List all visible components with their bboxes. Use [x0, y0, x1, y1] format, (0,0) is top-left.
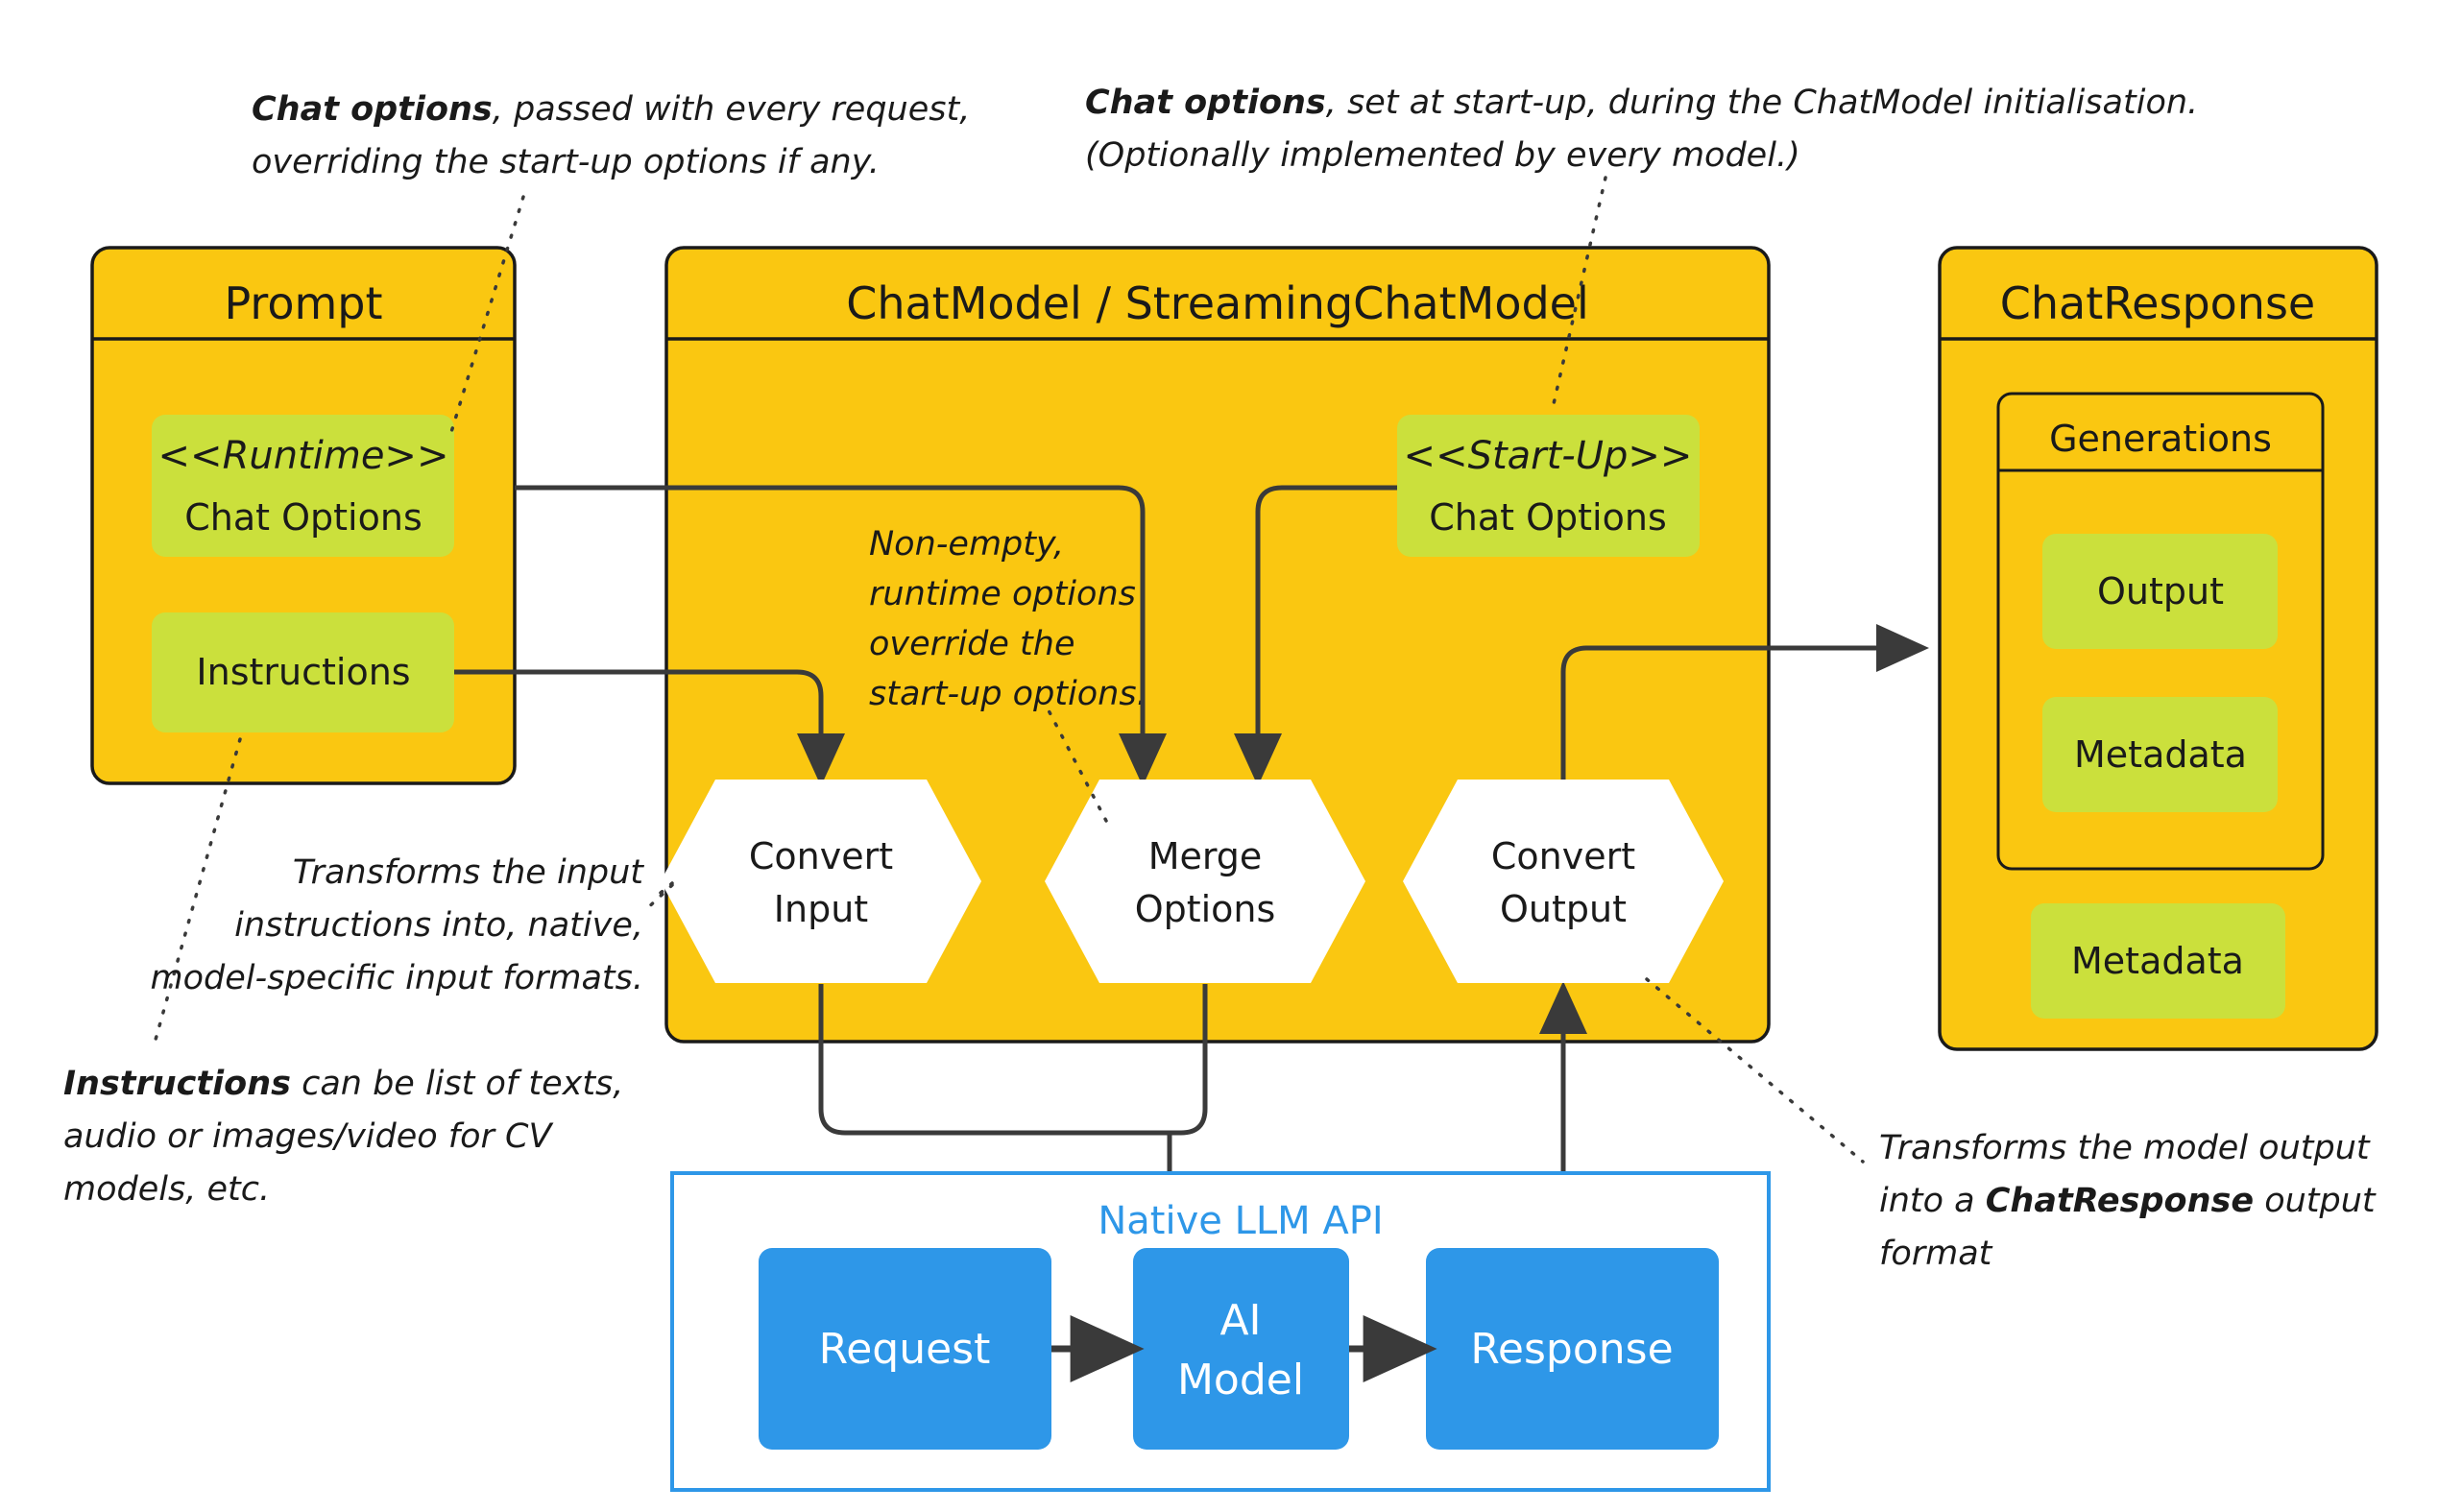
leader-instructions-note: [152, 737, 242, 1048]
annotation-startup-line-2: (Optionally implemented by every model.): [1085, 136, 1800, 175]
arrow-runtime-options-to-merge: [515, 485, 1167, 787]
annotation-convert-input-line-1: Transforms the input: [293, 853, 644, 892]
merge-options-label-2: Options: [1135, 888, 1276, 930]
annotation-convert-output-post: output: [2254, 1182, 2377, 1220]
annotation-instructions: Instructions can be list of texts, audio…: [63, 1065, 623, 1209]
instructions-label: Instructions: [196, 651, 410, 693]
ai-model-node-label-2: Model: [1177, 1356, 1304, 1404]
prompt-class-box[interactable]: Prompt <<Runtime>> Chat Options Instruct…: [90, 246, 517, 785]
generation-metadata-card-bg: [2042, 697, 2278, 812]
merge-options-label-1: Merge: [1148, 835, 1263, 877]
instructions-card[interactable]: Instructions: [152, 612, 454, 732]
annotation-runtime-line-2: overriding the start-up options if any.: [252, 143, 880, 181]
convert-input-label-2: Input: [774, 888, 868, 930]
line-merge-options-down: [1170, 984, 1208, 1136]
native-llm-api-panel[interactable]: Native LLM API Request AI Model Response: [670, 1171, 1771, 1492]
annotation-convert-input: Transforms the input instructions into, …: [151, 853, 645, 997]
output-label: Output: [2097, 570, 2224, 612]
annotation-convert-output: Transforms the model output into a ChatR…: [1879, 1129, 2377, 1273]
convert-output-label-2: Output: [1500, 888, 1627, 930]
ai-model-node-label-1: AI: [1219, 1296, 1261, 1345]
hexagon-convert-input[interactable]: Convert Input: [661, 780, 981, 983]
override-note-line-3: override the: [869, 625, 1074, 663]
annotation-instructions-rest: can be list of texts,: [291, 1065, 623, 1103]
chatresponse-class-box[interactable]: ChatResponse Generations Output Metadata…: [1938, 246, 2378, 1051]
native-api-node-ai-model[interactable]: AI Model: [1133, 1248, 1349, 1450]
annotation-runtime-chat-options: Chat options, passed with every request,…: [252, 90, 970, 181]
convert-output-shape: [1403, 780, 1724, 983]
annotation-startup-line-1: Chat options, set at start-up, during th…: [1085, 84, 2198, 122]
annotation-runtime-rest: , passed with every request,: [493, 90, 971, 129]
override-note-line-2: runtime options: [869, 575, 1136, 613]
response-metadata-card[interactable]: Metadata: [2031, 903, 2285, 1019]
annotation-convert-output-line-1: Transforms the model output: [1879, 1129, 2371, 1167]
generations-item-output[interactable]: Output: [2042, 534, 2278, 649]
annotation-convert-output-line-3: format: [1879, 1235, 1993, 1273]
annotation-convert-output-pre: into a: [1879, 1182, 1986, 1220]
convert-input-shape: [661, 780, 981, 983]
hexagon-merge-options[interactable]: Merge Options: [1045, 780, 1365, 983]
annotation-convert-output-line-2: into a ChatResponse output: [1879, 1182, 2377, 1220]
response-metadata-label: Metadata: [2071, 940, 2244, 982]
generations-item-metadata[interactable]: Metadata: [2042, 697, 2278, 812]
annotation-instructions-line-3: models, etc.: [63, 1170, 270, 1209]
native-api-title: Native LLM API: [1098, 1199, 1383, 1243]
runtime-chat-options-label: Chat Options: [184, 496, 422, 539]
chatresponse-title: ChatResponse: [2000, 277, 2315, 329]
annotation-instructions-line-1: Instructions can be list of texts,: [63, 1065, 623, 1103]
response-node-bg: [1426, 1248, 1719, 1450]
annotation-instructions-bold: Instructions: [63, 1065, 291, 1103]
annotation-startup-bold: Chat options: [1085, 84, 1326, 122]
prompt-title: Prompt: [224, 277, 382, 329]
annotation-convert-input-line-3: model-specific input formats.: [151, 959, 643, 997]
native-api-node-response[interactable]: Response: [1426, 1248, 1719, 1450]
annotation-startup-chat-options: Chat options, set at start-up, during th…: [1085, 84, 2198, 175]
leader-startup-note: [1551, 176, 1607, 410]
convert-input-label-1: Convert: [749, 835, 893, 877]
override-note: Non-empty, runtime options override the …: [869, 525, 1147, 713]
generations-title: Generations: [2049, 418, 2272, 460]
convert-output-label-1: Convert: [1491, 835, 1635, 877]
runtime-stereotype: <<Runtime>>: [158, 434, 449, 478]
startup-stereotype: <<Start-Up>>: [1404, 434, 1693, 478]
connector-layer: [454, 485, 1930, 1258]
override-note-line-1: Non-empty,: [869, 525, 1064, 564]
runtime-chat-options-card[interactable]: <<Runtime>> Chat Options: [152, 415, 454, 557]
annotation-instructions-line-2: audio or images/video for CV: [63, 1117, 553, 1156]
merge-options-shape: [1045, 780, 1365, 983]
line-convert-input-down: [818, 984, 1170, 1136]
leader-line-layer: [152, 176, 1865, 1164]
leader-runtime-note: [449, 195, 525, 434]
generations-box[interactable]: Generations Output Metadata: [1996, 392, 2325, 871]
override-note-line-4: start-up options.: [869, 675, 1147, 713]
ai-model-node-bg: [1133, 1248, 1349, 1450]
request-node-bg: [759, 1248, 1051, 1450]
annotation-runtime-bold: Chat options: [252, 90, 493, 129]
startup-card-bg: [1397, 415, 1700, 557]
annotation-convert-input-line-2: instructions into, native,: [234, 906, 643, 945]
startup-chat-options-card[interactable]: <<Start-Up>> Chat Options: [1397, 415, 1700, 557]
generation-metadata-label: Metadata: [2074, 733, 2247, 776]
arrow-instructions-to-convert-input: [454, 669, 845, 787]
response-metadata-bg: [2031, 903, 2285, 1019]
hexagon-layer: Convert Input Merge Options Convert Outp…: [661, 780, 1724, 983]
annotation-startup-rest: , set at start-up, during the ChatModel …: [1326, 84, 2198, 122]
startup-chat-options-label: Chat Options: [1429, 496, 1667, 539]
arrow-convert-output-to-chatresponse: [1560, 624, 1930, 780]
output-card-bg: [2042, 534, 2278, 649]
instructions-card-bg: [152, 612, 454, 732]
chatmodel-title: ChatModel / StreamingChatModel: [846, 277, 1589, 329]
runtime-card-bg: [152, 415, 454, 557]
annotation-convert-output-bold: ChatResponse: [1986, 1182, 2254, 1220]
arrow-startup-options-to-merge: [1234, 485, 1397, 787]
hexagon-convert-output[interactable]: Convert Output: [1403, 780, 1724, 983]
response-node-label: Response: [1470, 1325, 1673, 1374]
annotation-runtime-line-1: Chat options, passed with every request,: [252, 90, 970, 129]
request-node-label: Request: [819, 1325, 991, 1374]
native-api-node-request[interactable]: Request: [759, 1248, 1051, 1450]
